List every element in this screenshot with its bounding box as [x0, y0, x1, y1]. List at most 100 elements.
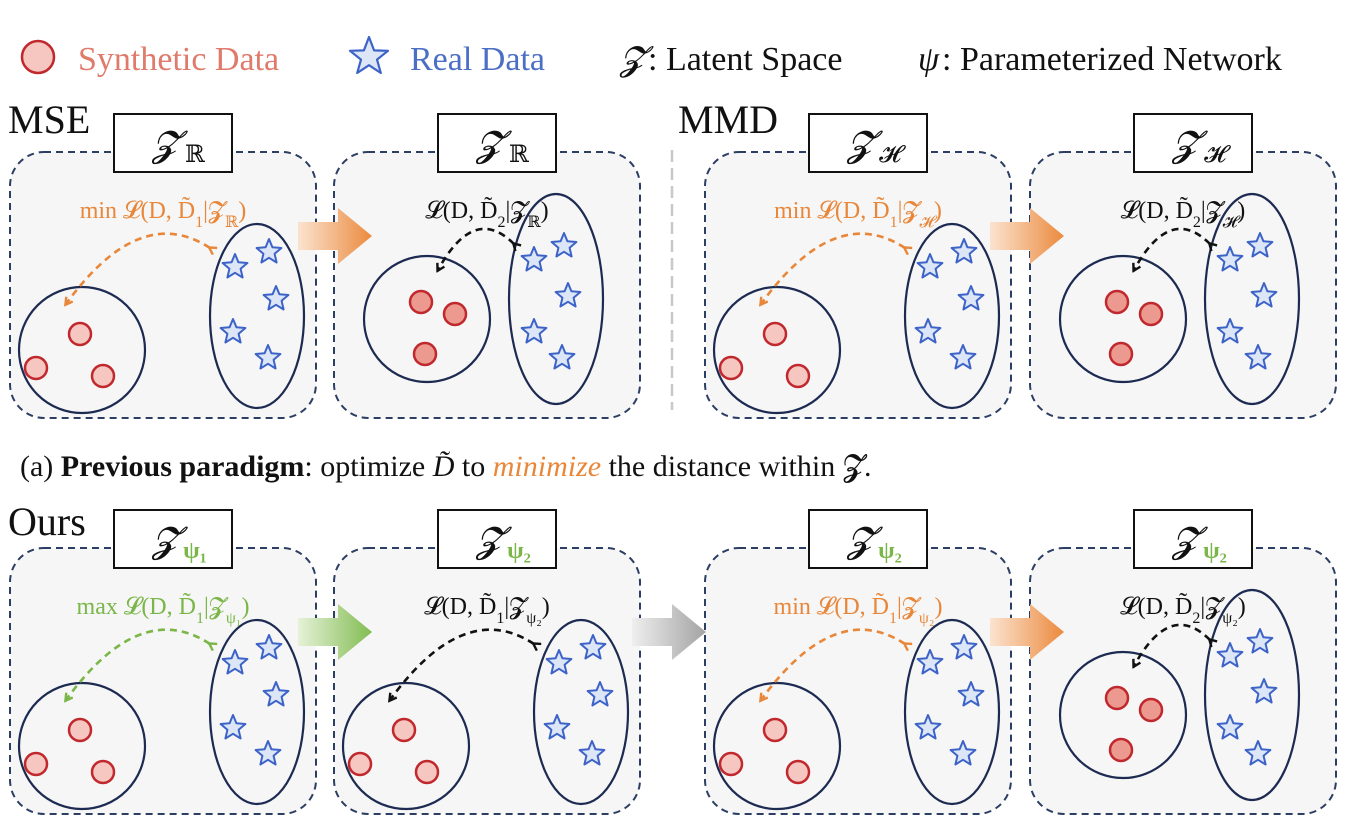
synthetic-data-point: [762, 717, 788, 743]
real-data-star: [219, 318, 247, 344]
legend-network-label: : Parameterized Network: [942, 41, 1282, 78]
distance-arrow: [761, 232, 905, 304]
synthetic-data-point: [90, 363, 116, 389]
caption-mid1: : optimize: [304, 450, 432, 483]
panel-frame: [9, 151, 317, 419]
transition-arrow-orange: [298, 208, 372, 264]
legend-network-symbol: ψ: [918, 41, 940, 78]
synthetic-data-point: [67, 717, 93, 743]
real-data-star: [914, 318, 942, 344]
loss-formula-part: 2: [1193, 214, 1201, 231]
synthetic-data-point: [67, 321, 93, 347]
real-data-star: [586, 681, 614, 707]
loss-formula-part: 1: [196, 610, 204, 627]
loss-formula: min 𝓛(D, D̃1|𝓩ψ₂): [774, 592, 943, 626]
latent-space-subscript: ℝ: [185, 142, 206, 168]
synthetic-data-point: [1138, 301, 1164, 327]
mmd-label: MMD: [678, 97, 778, 142]
ours-label: Ours: [8, 499, 86, 544]
real-data-star: [262, 285, 290, 311]
real-set-ellipse: [903, 618, 1001, 806]
loss-formula: max 𝓛(D, D̃1|𝓩ψ₁): [77, 592, 250, 626]
loss-formula: 𝓛(D, D̃1|𝓩ψ₂): [424, 592, 550, 626]
loss-formula-part: 𝓛(D, D̃: [424, 592, 496, 620]
loss-formula: 𝓛(D, D̃2|𝓩ℝ): [425, 196, 548, 230]
panel-frame: [333, 151, 641, 419]
legend: Synthetic Data Real Data 𝓩 : Latent Spac…: [20, 35, 1282, 78]
distance-arrow: [66, 232, 210, 304]
mse-label: MSE: [8, 97, 90, 142]
synthetic-set-circle: [362, 254, 492, 384]
latent-space-subscript: ψ₂: [1203, 538, 1227, 564]
loss-formula-part: ): [934, 198, 942, 224]
real-data-star: [1244, 344, 1272, 370]
real-data-star: [1246, 232, 1274, 258]
real-data-star: [221, 253, 249, 279]
real-set-ellipse: [903, 222, 1001, 410]
real-data-star: [578, 740, 606, 766]
real-data-star: [254, 740, 282, 766]
synthetic-data-point: [408, 289, 434, 315]
latent-space-label-box: [437, 113, 557, 173]
real-data-star: [1250, 282, 1278, 308]
loss-formula-part: ℝ: [527, 214, 541, 231]
real-data-star: [579, 634, 607, 660]
panel-frame: [1029, 547, 1337, 815]
latent-space-label-box: [808, 113, 928, 173]
real-set-ellipse: [507, 192, 605, 406]
transition-arrows: [298, 208, 1064, 660]
synthetic-data-point: [1104, 685, 1130, 711]
real-data-star: [545, 649, 573, 675]
synthetic-data-point: [391, 717, 417, 743]
synthetic-data-point: [347, 751, 373, 777]
caption-emph: minimize: [493, 450, 601, 483]
loss-formula: 𝓛(D, D̃2|𝓩𝓗): [1121, 196, 1245, 230]
loss-formula-part: 𝓛(D, D̃: [1120, 592, 1192, 620]
real-data-star: [254, 344, 282, 370]
synthetic-data-point: [762, 321, 788, 347]
caption-a: (a) Previous paradigm: optimize D̃ to mi…: [20, 450, 872, 483]
distance-arrow: [1134, 623, 1210, 666]
real-data-star: [1216, 642, 1244, 668]
caption-d-tilde: D̃: [432, 450, 455, 483]
synthetic-data-point: [1138, 697, 1164, 723]
latent-space-label-box: [437, 509, 557, 569]
real-data-star: [949, 344, 977, 370]
synthetic-data-point: [785, 759, 811, 785]
loss-formula-part: |𝓩: [204, 594, 229, 620]
real-set-ellipse: [1203, 192, 1301, 406]
distance-arrow: [390, 628, 534, 700]
real-data-star: [554, 282, 582, 308]
distance-arrow: [761, 628, 905, 700]
distance-arrow: [1134, 227, 1210, 270]
synthetic-data-point: [718, 751, 744, 777]
real-set-ellipse: [532, 618, 630, 806]
loss-formula-part: ψ₁: [226, 610, 242, 627]
loss-formula-part: 1: [195, 214, 203, 231]
loss-formula: min 𝓛(D, D̃1|𝓩ℝ): [80, 196, 247, 230]
legend-real-label: Real Data: [410, 41, 545, 78]
real-data-star: [548, 344, 576, 370]
synthetic-data-point: [90, 759, 116, 785]
panel-frame: [9, 547, 317, 815]
real-data-star: [520, 318, 548, 344]
latent-space-subscript: ψ₂: [507, 538, 531, 564]
loss-formula-part: ℝ: [225, 214, 239, 231]
synthetic-data-point: [23, 355, 49, 381]
transition-arrow-green: [298, 604, 372, 660]
synthetic-data-point: [414, 759, 440, 785]
real-data-star: [543, 714, 571, 740]
real-data-star: [219, 714, 247, 740]
synthetic-data-point: [1108, 341, 1134, 367]
real-data-icon: [348, 35, 390, 75]
real-data-star: [1244, 740, 1272, 766]
real-data-star: [949, 740, 977, 766]
synthetic-data-icon: [20, 39, 56, 75]
loss-formula-part: |𝓩: [898, 198, 923, 224]
caption-bold: Previous paradigm: [61, 450, 305, 483]
loss-formula-part: D, D̃: [148, 196, 195, 224]
